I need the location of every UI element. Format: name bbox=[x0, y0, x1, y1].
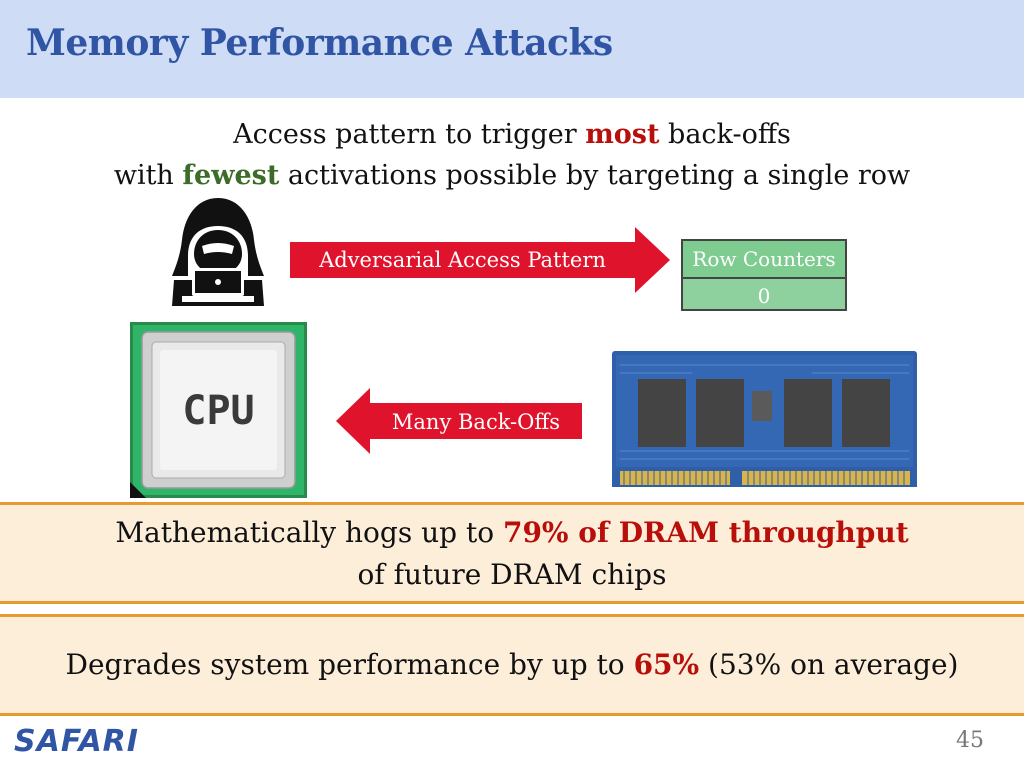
callout2-post: (53% on average) bbox=[699, 648, 959, 681]
subtitle-line-1: Access pattern to trigger most back-offs bbox=[0, 114, 1024, 155]
callout1-pre: Mathematically hogs up to bbox=[115, 516, 503, 549]
callout-performance bbox=[0, 614, 1024, 716]
row-counters-table: Row Counters 0 bbox=[681, 239, 847, 311]
adversarial-pattern-label: Adversarial Access Pattern bbox=[319, 248, 606, 272]
page-number: 45 bbox=[956, 728, 984, 753]
back-offs-label: Many Back-Offs bbox=[391, 410, 561, 434]
adversarial-pattern-arrow bbox=[290, 227, 670, 293]
row-counter-value: 0 bbox=[757, 284, 771, 308]
callout-performance-line: Degrades system performance by up to 65%… bbox=[0, 645, 1024, 685]
safari-logo: SAFARI bbox=[14, 724, 139, 759]
callout-throughput bbox=[0, 502, 1024, 604]
cpu-chip-label: CPU bbox=[182, 388, 254, 434]
hacker-icon bbox=[172, 198, 264, 306]
callout2-pre: Degrades system performance by up to bbox=[65, 648, 634, 681]
subtitle-emph-fewest: fewest bbox=[182, 160, 280, 191]
callout-throughput-line-1: Mathematically hogs up to 79% of DRAM th… bbox=[0, 513, 1024, 553]
cpu-icon: CPU bbox=[130, 322, 307, 498]
slide-title: Memory Performance Attacks bbox=[26, 22, 613, 64]
subtitle-line1-pre: Access pattern to trigger bbox=[233, 119, 586, 150]
title-bar: Memory Performance Attacks bbox=[0, 0, 1024, 98]
back-offs-arrow bbox=[336, 388, 582, 454]
callout1-emph: 79% of DRAM throughput bbox=[502, 516, 909, 549]
row-counters-header: Row Counters bbox=[683, 241, 845, 279]
subtitle-line2-pre: with bbox=[113, 160, 183, 191]
dram-module-icon bbox=[612, 351, 917, 487]
subtitle-line1-post: back-offs bbox=[659, 119, 791, 150]
subtitle-line2-post: activations possible by targeting a sing… bbox=[279, 160, 911, 191]
callout-throughput-line-2: of future DRAM chips bbox=[357, 558, 667, 591]
callout2-emph: 65% bbox=[633, 648, 700, 681]
subtitle-line-2: with fewest activations possible by targ… bbox=[0, 155, 1024, 196]
subtitle-emph-most: most bbox=[585, 119, 660, 150]
